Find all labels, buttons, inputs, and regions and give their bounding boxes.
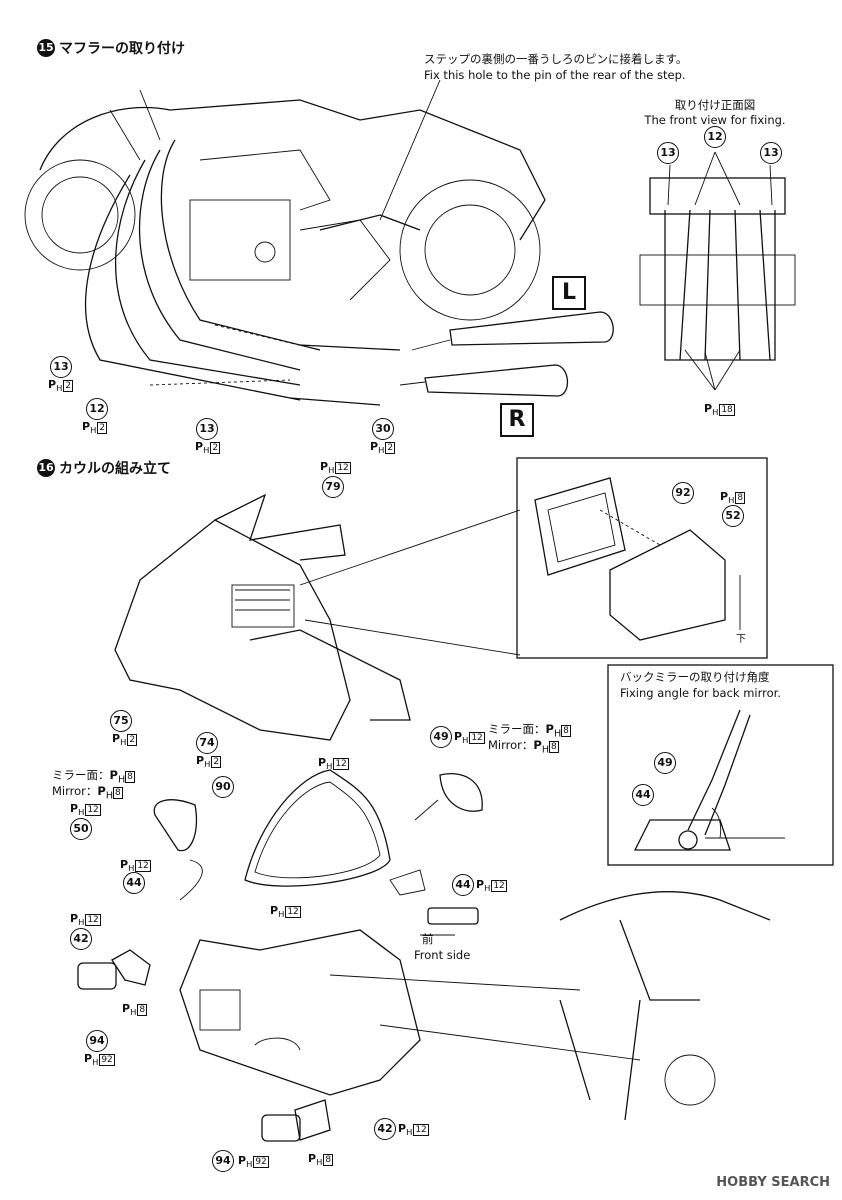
part-13-front-view-right: 13 <box>760 142 782 164</box>
motorcycle-frame-drawing <box>24 89 546 321</box>
fairing-drawing <box>179 929 421 1096</box>
step-16-title: カウルの組み立て <box>59 461 171 477</box>
part-30: 30 <box>372 418 394 440</box>
mirror-angle-frame <box>607 664 834 866</box>
part-42-left: 42 <box>70 928 92 950</box>
cowl-assembly-drawing <box>114 493 521 741</box>
headlight-detail-frame <box>516 457 768 659</box>
stay-drawing <box>389 869 479 936</box>
step-15-number: 15 <box>37 39 55 57</box>
part-74: 74 <box>196 732 218 754</box>
front-view-drawing <box>639 151 796 391</box>
windscreen-drawing <box>244 769 391 887</box>
step-pin-note-en: Fix this hole to the pin of the rear of … <box>424 68 686 82</box>
mirror-angle-drawing <box>633 709 785 851</box>
part-12-left: 12 <box>86 398 108 420</box>
headlight-detail-drawing <box>534 477 741 641</box>
part-13-front-view-left: 13 <box>657 142 679 164</box>
front-view-title-jp: 取り付け正面図 <box>674 98 756 112</box>
part-12-front-view: 12 <box>704 126 726 148</box>
part-13-left: 13 <box>50 356 72 378</box>
part-75: 75 <box>110 710 132 732</box>
front-side-en: Front side <box>414 948 471 962</box>
step-16-heading: 16 カウルの組み立て <box>37 458 171 478</box>
turn-signal-drawing <box>77 949 331 1142</box>
step-16-number: 16 <box>37 459 55 477</box>
front-side-jp: 前 <box>422 932 434 946</box>
part-49: 49 <box>430 726 452 748</box>
part-79: 79 <box>322 476 344 498</box>
part-44-left: 44 <box>123 872 145 894</box>
front-end-drawing <box>329 891 771 1121</box>
mirror-angle-title-en: Fixing angle for back mirror. <box>620 686 781 700</box>
part-94-left: 94 <box>86 1030 108 1052</box>
left-side-marker: L <box>552 276 586 310</box>
step-15-title: マフラーの取り付け <box>59 41 185 57</box>
part-44-right: 44 <box>452 874 474 896</box>
part-90: 90 <box>212 776 234 798</box>
down-label: 下 <box>736 634 746 645</box>
step-pin-note-jp: ステップの裏側の一番うしろのピンに接着します。 <box>424 52 688 66</box>
part-50: 50 <box>70 818 92 840</box>
part-92: 92 <box>672 482 694 504</box>
mirrors-drawing <box>153 773 483 901</box>
part-52: 52 <box>722 505 744 527</box>
part-94-bottom: 94 <box>212 1150 234 1172</box>
part-44-angle-detail: 44 <box>632 784 654 806</box>
part-42-bottom: 42 <box>374 1118 396 1140</box>
mirror-angle-title-jp: バックミラーの取り付け角度 <box>620 670 770 684</box>
exhaust-pipes-drawing <box>84 139 614 406</box>
leader-step-pin <box>379 79 441 221</box>
part-49-angle-detail: 49 <box>654 752 676 774</box>
right-side-marker: R <box>500 403 534 437</box>
step-15-heading: 15 マフラーの取り付け <box>37 38 185 58</box>
watermark: HOBBY SEARCH <box>716 1175 830 1190</box>
front-view-title-en: The front view for fixing. <box>644 113 786 127</box>
part-13-center: 13 <box>196 418 218 440</box>
